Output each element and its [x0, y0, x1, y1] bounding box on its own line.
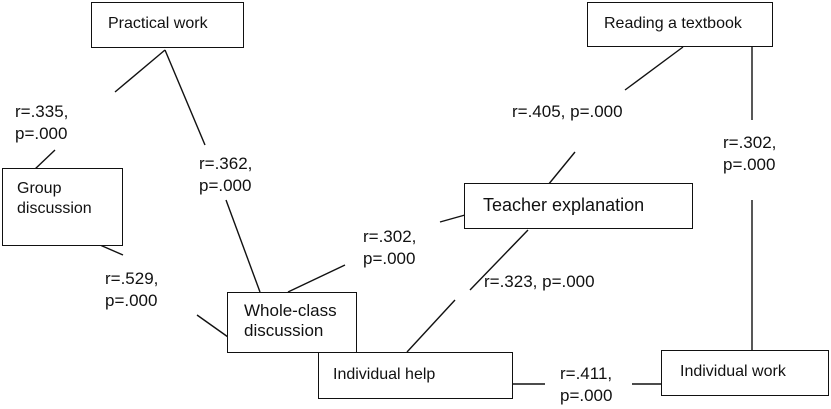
node-practical-work: Practical work — [91, 2, 244, 48]
node-reading-textbook: Reading a textbook — [587, 2, 773, 47]
line-reading-teacher-a — [624, 46, 684, 91]
node-individual-help: Individual help — [318, 352, 513, 399]
node-teacher-explanation: Teacher explanation — [464, 183, 693, 229]
corr-wholeclass-teacher-p: p=.000 — [363, 249, 416, 268]
node-teacher-explanation-label: Teacher explanation — [483, 195, 645, 215]
line-group-wholeclass-b — [196, 314, 229, 338]
corr-practical-wholeclass: r=.362, p=.000 — [199, 153, 252, 197]
corr-practical-wholeclass-r: r=.362, — [199, 154, 253, 173]
corr-teacher-individualhelp: r=.323, p=.000 — [484, 271, 595, 293]
corr-wholeclass-teacher-r: r=.302, — [363, 227, 417, 246]
corr-reading-individualwork-r: r=.302, — [723, 133, 777, 152]
line-wholeclass-teacher-a — [287, 264, 346, 293]
corr-teacher-individualhelp-text: r=.323, p=.000 — [484, 272, 595, 291]
corr-group-wholeclass-r: r=.529, — [105, 269, 159, 288]
corr-reading-individualwork: r=.302, p=.000 — [723, 132, 776, 176]
corr-reading-teacher: r=.405, p=.000 — [512, 101, 623, 123]
corr-reading-individualwork-p: p=.000 — [723, 155, 776, 174]
node-group-discussion-label: Group discussion — [17, 180, 92, 217]
corr-individualhelp-individualwork-r: r=.411, — [560, 364, 613, 383]
line-wholeclass-teacher-b — [439, 214, 466, 223]
node-reading-textbook-label: Reading a textbook — [604, 15, 742, 32]
line-practical-group-b — [33, 149, 56, 171]
corr-group-wholeclass: r=.529, p=.000 — [105, 268, 158, 312]
corr-reading-teacher-text: r=.405, p=.000 — [512, 102, 623, 121]
node-whole-class-discussion: Whole-class discussion — [227, 292, 357, 353]
line-practical-group-a — [114, 49, 166, 93]
node-individual-work: Individual work — [661, 350, 829, 396]
node-practical-work-label: Practical work — [108, 15, 208, 32]
node-whole-class-discussion-label: Whole-class discussion — [244, 301, 337, 340]
corr-practical-group-r: r=.335, — [15, 102, 69, 121]
line-group-wholeclass-a — [99, 244, 124, 256]
line-practical-wholeclass-b — [225, 199, 261, 293]
line-teacher-individualhelp-b — [406, 299, 456, 353]
line-reading-teacher-b — [547, 151, 576, 186]
node-group-discussion: Group discussion — [2, 168, 123, 246]
corr-group-wholeclass-p: p=.000 — [105, 291, 158, 310]
node-individual-help-label: Individual help — [333, 366, 436, 383]
corr-practical-wholeclass-p: p=.000 — [199, 176, 252, 195]
corr-practical-group-p: p=.000 — [15, 124, 68, 143]
node-individual-work-label: Individual work — [680, 363, 786, 380]
corr-individualhelp-individualwork: r=.411, p=.000 — [560, 363, 612, 407]
corr-individualhelp-individualwork-p: p=.000 — [560, 386, 613, 405]
corr-practical-group: r=.335, p=.000 — [15, 101, 68, 145]
corr-wholeclass-teacher: r=.302, p=.000 — [363, 226, 416, 270]
line-practical-wholeclass-a — [164, 49, 206, 146]
line-teacher-individualhelp-a — [469, 229, 529, 291]
